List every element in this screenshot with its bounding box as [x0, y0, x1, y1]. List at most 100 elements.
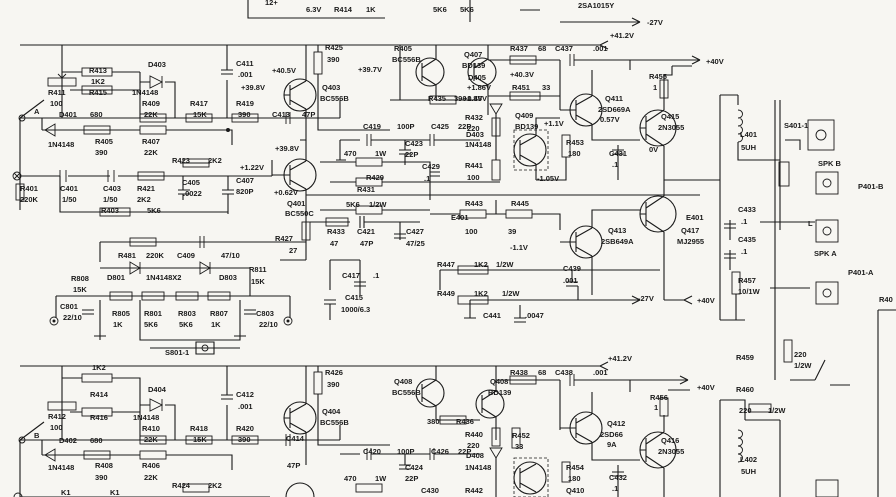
- component-label: 1K: [211, 320, 221, 329]
- component-label: P401-A: [848, 268, 874, 277]
- component-label: R456: [650, 393, 668, 402]
- component-label: R481: [118, 251, 136, 260]
- component-label: 470: [344, 474, 357, 483]
- component-label: 1N4148: [465, 463, 491, 472]
- component-label: 220K: [146, 251, 165, 260]
- component-label: D403: [148, 60, 166, 69]
- resistor-r419: [231, 113, 259, 123]
- component-label: 1W: [375, 474, 387, 483]
- component-label: BC556B: [320, 94, 349, 103]
- resistor-r424: [182, 483, 210, 493]
- component-label: C435: [738, 235, 756, 244]
- component-label: R447: [437, 260, 455, 269]
- component-label: R431: [357, 185, 375, 194]
- component-label: 15K: [193, 110, 207, 119]
- component-label: 2K2: [137, 195, 151, 204]
- component-label: 22K: [144, 435, 158, 444]
- terminal-s401: [807, 119, 835, 151]
- component-label: 5K6: [179, 320, 193, 329]
- component-label: 100: [465, 227, 478, 236]
- component-label: 380: [427, 417, 440, 426]
- component-label: +1.1V: [544, 119, 564, 128]
- component-label: 15K: [73, 285, 87, 294]
- component-label: SPK B: [818, 159, 842, 168]
- resistor-r441: [491, 159, 501, 181]
- component-label: +39.8V: [241, 83, 265, 92]
- component-label: C437: [555, 44, 573, 53]
- component-label: 1.8V: [467, 94, 482, 103]
- component-label: 1000/6.3: [341, 305, 370, 314]
- component-label: 1: [654, 403, 658, 412]
- component-label: 1/2W: [794, 361, 812, 370]
- component-label: C415: [345, 293, 363, 302]
- component-label: 1/2W: [369, 200, 387, 209]
- component-label: K1: [61, 488, 71, 497]
- component-label: R445: [511, 199, 529, 208]
- component-label: 1K2: [92, 363, 106, 372]
- component-label: R414: [334, 5, 353, 14]
- terminal-spk-b: [815, 171, 839, 195]
- component-label: 1/50: [62, 195, 77, 204]
- component-label: 5K6: [147, 206, 161, 215]
- component-label: 180: [568, 474, 581, 483]
- component-label: 5UH: [741, 467, 756, 476]
- component-label: 180: [568, 149, 581, 158]
- resistor-r407: [139, 125, 167, 135]
- component-label: C413: [272, 110, 290, 119]
- component-label: Q409: [515, 111, 533, 120]
- component-label: K1: [110, 488, 120, 497]
- component-label: R405: [394, 44, 412, 53]
- component-label: 2K2: [208, 156, 222, 165]
- component-label: 1K2: [474, 260, 488, 269]
- component-label: +0.62V: [274, 188, 298, 197]
- component-label: R429: [366, 173, 384, 182]
- resistor-r454: [561, 461, 571, 483]
- component-label: R436: [456, 417, 474, 426]
- component-label: .1: [741, 247, 747, 256]
- component-label: C425: [431, 122, 449, 131]
- component-label: C433: [738, 205, 756, 214]
- component-label: C412: [236, 390, 254, 399]
- component-label: R805: [112, 309, 130, 318]
- resistor-r410: [139, 435, 167, 445]
- component-label: R416: [90, 413, 108, 422]
- resistor-470-1w: [355, 157, 383, 167]
- component-label: L402: [740, 455, 757, 464]
- component-label: C417: [342, 271, 360, 280]
- component-label: R459: [736, 353, 754, 362]
- component-label: R437: [510, 44, 528, 53]
- component-label: C421: [357, 227, 375, 236]
- component-label: 22/10: [259, 320, 278, 329]
- resistor-r421: [137, 171, 165, 181]
- resistor-r449: [457, 295, 489, 305]
- resistor-r447: [457, 265, 489, 275]
- component-label: R801: [144, 309, 162, 318]
- pot-r412: [47, 401, 77, 411]
- component-label: Q411: [605, 94, 623, 103]
- component-label: .0047: [525, 311, 544, 320]
- component-label: 27: [289, 246, 297, 255]
- resistor-r433: [325, 217, 349, 227]
- component-label: R451: [512, 83, 530, 92]
- transistor-q405: [415, 57, 445, 87]
- resistor-r414: [81, 373, 113, 383]
- component-label: +0.45V: [463, 94, 487, 103]
- component-label: 100: [50, 99, 63, 108]
- component-label: .1: [612, 160, 618, 169]
- component-label: 1/2W: [502, 289, 520, 298]
- component-label: R412: [48, 412, 66, 421]
- component-label: 2SD669A: [598, 105, 631, 114]
- transistor-q407: [467, 57, 497, 87]
- component-label: R807: [210, 309, 228, 318]
- diode-d408: [489, 447, 503, 459]
- resistor-r440: [491, 427, 501, 447]
- diode-d403: [149, 75, 164, 89]
- component-label: -1.1V: [510, 243, 528, 252]
- component-label: 1K: [113, 320, 123, 329]
- wiring-channel-a: [12, 0, 896, 497]
- component-label: 5UH: [741, 143, 756, 152]
- component-label: 2K2: [208, 481, 222, 490]
- component-label: C419: [363, 122, 381, 131]
- component-label: R440: [465, 430, 483, 439]
- component-label: 5K6: [433, 5, 447, 14]
